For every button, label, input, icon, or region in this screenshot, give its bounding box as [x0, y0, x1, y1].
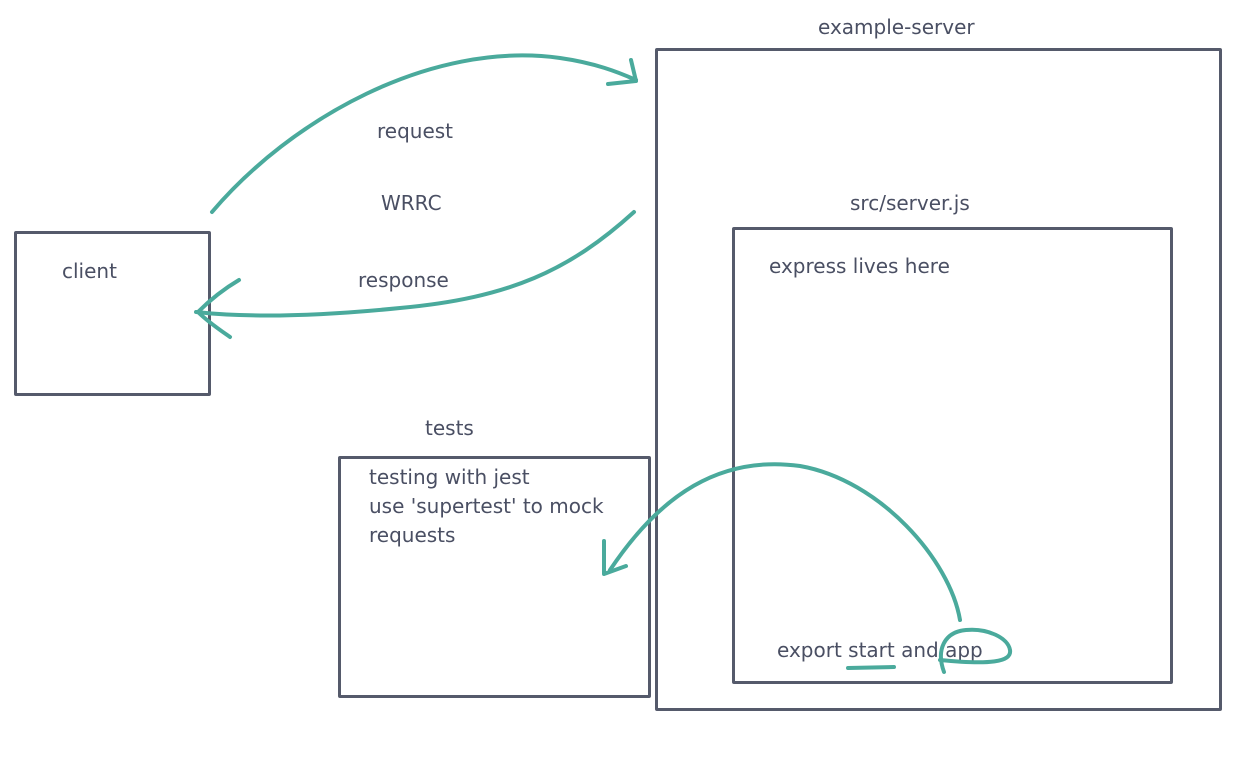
request-arrow [210, 53, 638, 214]
example-server-box [655, 48, 1222, 711]
client-label: client [62, 259, 117, 283]
server-js-title: src/server.js [850, 191, 970, 215]
response-arrow [194, 210, 636, 339]
tests-line: testing with jest [369, 465, 530, 489]
tests-notes: testing with jest use 'supertest' to moc… [369, 463, 604, 550]
export-note: export start and app [777, 638, 983, 662]
export-and: and [894, 638, 946, 662]
export-app: app [945, 638, 983, 662]
tests-box [338, 456, 651, 698]
tests-title: tests [425, 416, 474, 440]
wrrc-label: WRRC [381, 191, 442, 215]
export-prefix: export [777, 638, 849, 662]
request-label: request [377, 119, 454, 143]
server-js-box [732, 227, 1173, 684]
response-label: response [358, 268, 449, 292]
export-start: start [848, 638, 895, 662]
tests-line: requests [369, 523, 456, 547]
server-title: example-server [818, 15, 975, 39]
start-underline [846, 665, 896, 670]
tests-line: use 'supertest' to mock [369, 494, 604, 518]
server-js-note: express lives here [769, 254, 950, 278]
app-circle [938, 627, 1013, 674]
export-to-tests-arrow [602, 462, 962, 622]
